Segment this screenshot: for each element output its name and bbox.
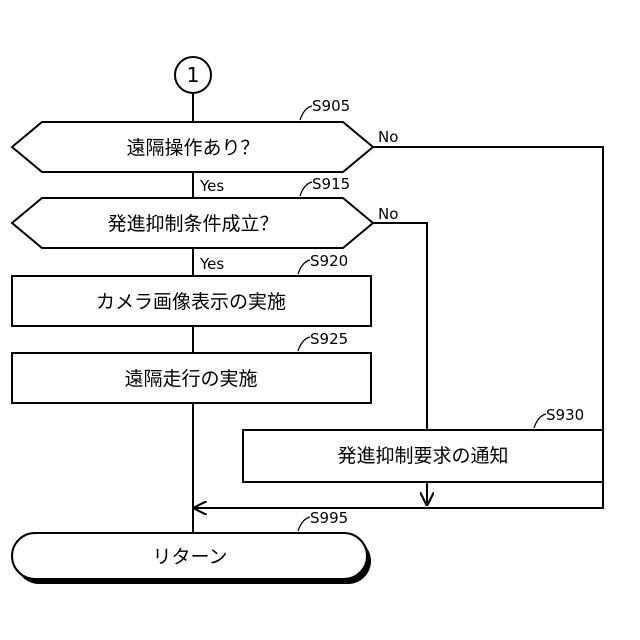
- decision-s915-text: 発進抑制条件成立？: [107, 213, 278, 235]
- step-id-s930: S930: [546, 406, 584, 424]
- process-s920: カメラ画像表示の実施: [12, 276, 371, 326]
- branch-yes-s915: Yes: [199, 255, 224, 273]
- terminal-s995-text: リターン: [152, 546, 227, 568]
- connector-start: 1: [175, 57, 211, 93]
- process-s930: 発進抑制要求の通知: [243, 430, 603, 482]
- branch-yes-s905: Yes: [199, 177, 224, 195]
- connector-label: 1: [187, 63, 200, 87]
- leader-s930: [534, 414, 546, 428]
- step-id-s905: S905: [312, 97, 350, 115]
- decision-s905-text: 遠隔操作あり？: [126, 137, 259, 159]
- leader-s995: [298, 517, 310, 531]
- leader-s915: [300, 182, 312, 196]
- leader-s920: [298, 260, 310, 274]
- decision-s915: 発進抑制条件成立？: [12, 198, 373, 248]
- process-s925-text: 遠隔走行の実施: [124, 368, 257, 390]
- no-branch-s915-line: [373, 223, 427, 430]
- process-s930-text: 発進抑制要求の通知: [337, 445, 508, 467]
- decision-s905: 遠隔操作あり？: [12, 122, 373, 172]
- terminal-s995: リターン: [12, 533, 371, 584]
- leader-s905: [300, 106, 312, 120]
- leader-s925: [298, 337, 310, 351]
- process-s920-text: カメラ画像表示の実施: [96, 291, 286, 313]
- step-id-s925: S925: [310, 330, 348, 348]
- branch-no-s905: No: [378, 128, 398, 146]
- step-id-s995: S995: [310, 509, 348, 527]
- process-s925: 遠隔走行の実施: [12, 353, 371, 403]
- step-id-s920: S920: [310, 252, 348, 270]
- branch-no-s915: No: [378, 205, 398, 223]
- step-id-s915: S915: [312, 175, 350, 193]
